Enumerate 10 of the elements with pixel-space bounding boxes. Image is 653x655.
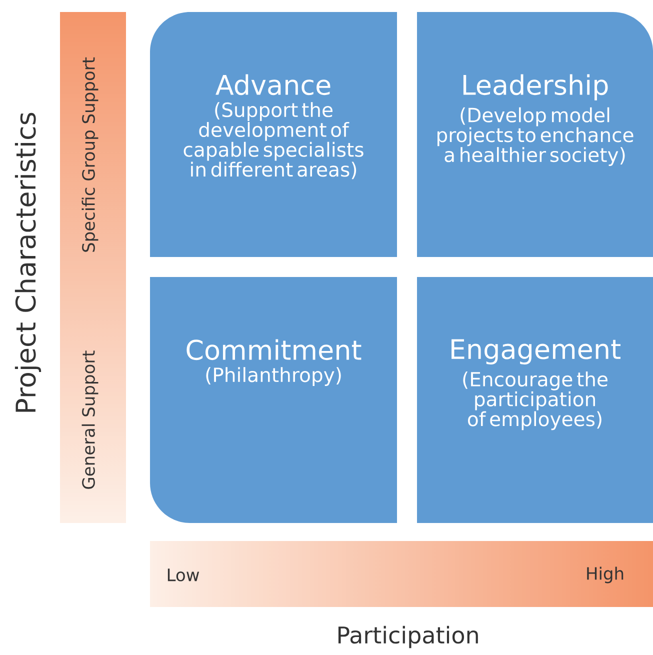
axis-label: Low — [168, 568, 200, 582]
axis-title: Project Characteristics — [14, 112, 42, 412]
quadrant-box: Commitment (Philanthropy) — [150, 277, 397, 523]
axis-label: General Support — [82, 350, 98, 489]
axis-title: Participation — [338, 626, 478, 648]
axis-label: High — [587, 566, 624, 584]
quadrant-box: Advance (Support the development of capable specialists in different areas) — [150, 12, 397, 257]
quadrant-box: Engagement (Encourage the participation of employees) — [417, 277, 653, 523]
axis-label: Specific Group Support — [82, 57, 98, 252]
quadrant-box: Leadership (Develop model projects to enchance a healthier society) — [417, 12, 653, 257]
